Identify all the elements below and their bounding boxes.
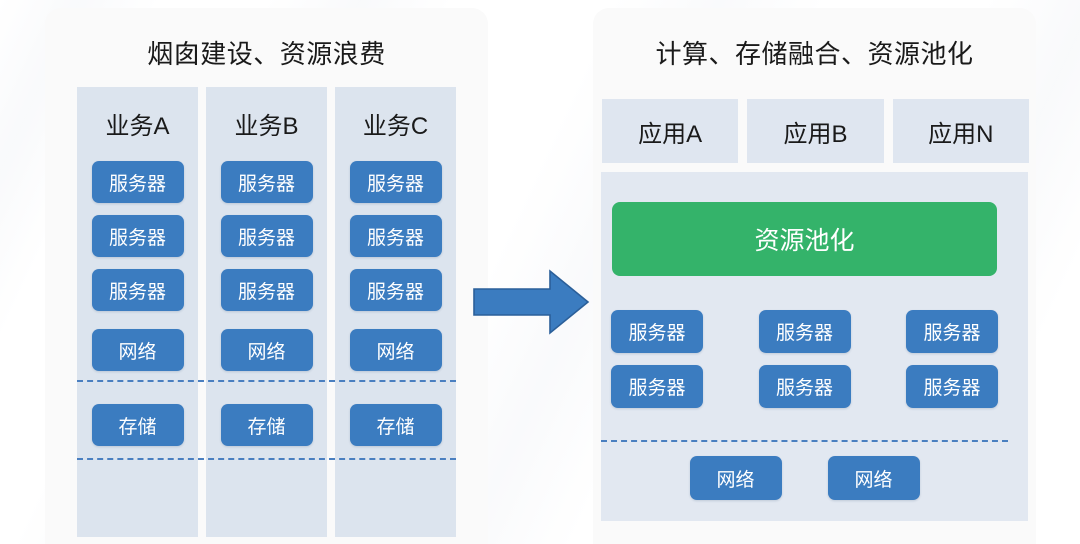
server-chip[interactable]: 服务器 <box>349 161 442 203</box>
silo-servers-b: 服务器 服务器 服务器 <box>220 159 313 311</box>
server-chip[interactable]: 服务器 <box>906 365 998 408</box>
server-chip[interactable]: 服务器 <box>611 310 703 353</box>
silo-storage-a: 存储 <box>91 389 184 461</box>
silo-header-a: 业务A <box>105 112 170 140</box>
server-chip[interactable]: 服务器 <box>349 269 442 311</box>
server-chip[interactable]: 服务器 <box>220 269 313 311</box>
pooled-server-row: 服务器 服务器 服务器 <box>611 310 998 353</box>
server-chip[interactable]: 服务器 <box>906 310 998 353</box>
server-chip[interactable]: 服务器 <box>758 310 851 353</box>
app-box[interactable]: 应用A <box>602 99 739 163</box>
server-chip[interactable]: 服务器 <box>91 161 184 203</box>
network-chip[interactable]: 网络 <box>349 329 442 371</box>
server-chip[interactable]: 服务器 <box>220 161 313 203</box>
silo-column-business-c: 业务C 服务器 服务器 服务器 网络 存储 <box>335 87 456 537</box>
app-box[interactable]: 应用B <box>747 99 884 163</box>
pooled-server-row: 服务器 服务器 服务器 <box>611 365 998 408</box>
silo-network-b: 网络 <box>220 311 313 389</box>
server-chip[interactable]: 服务器 <box>758 365 851 408</box>
silo-header-c: 业务C <box>362 112 429 140</box>
network-chip[interactable]: 网络 <box>689 456 782 500</box>
silo-columns-group: 业务A 服务器 服务器 服务器 网络 存储 业务B 服务器 服务器 <box>77 87 456 537</box>
compute-network-divider <box>601 440 1008 442</box>
server-chip[interactable]: 服务器 <box>220 215 313 257</box>
storage-chip[interactable]: 存储 <box>91 404 184 446</box>
compute-network-divider <box>77 380 456 382</box>
left-panel-siloed-architecture: 烟囱建设、资源浪费 业务A 服务器 服务器 服务器 网络 存储 业务B <box>45 8 488 544</box>
silo-network-c: 网络 <box>349 311 442 389</box>
pooled-servers-grid: 服务器 服务器 服务器 服务器 服务器 服务器 <box>611 310 998 408</box>
right-panel-title: 计算、存储融合、资源池化 <box>655 39 974 69</box>
silo-servers-a: 服务器 服务器 服务器 <box>91 159 184 311</box>
storage-chip[interactable]: 存储 <box>349 404 442 446</box>
silo-column-business-b: 业务B 服务器 服务器 服务器 网络 存储 <box>206 87 327 537</box>
network-chip[interactable]: 网络 <box>91 329 184 371</box>
silo-storage-c: 存储 <box>349 389 442 461</box>
app-box[interactable]: 应用N <box>892 99 1029 163</box>
network-chip[interactable]: 网络 <box>220 329 313 371</box>
left-panel-title: 烟囱建设、资源浪费 <box>147 39 386 69</box>
resource-pool-bar[interactable]: 资源池化 <box>612 202 997 276</box>
resource-pool-container: 资源池化 服务器 服务器 服务器 服务器 服务器 服务器 网络 网络 <box>601 172 1028 521</box>
server-chip[interactable]: 服务器 <box>349 215 442 257</box>
transformation-arrow-icon <box>472 268 590 336</box>
network-storage-divider <box>77 458 456 460</box>
network-chip[interactable]: 网络 <box>827 456 920 500</box>
applications-row: 应用A 应用B 应用N <box>601 99 1030 163</box>
server-chip[interactable]: 服务器 <box>91 215 184 257</box>
pooled-networks-row: 网络 网络 <box>601 456 1008 500</box>
silo-column-business-a: 业务A 服务器 服务器 服务器 网络 存储 <box>77 87 198 537</box>
storage-chip[interactable]: 存储 <box>220 404 313 446</box>
right-panel-pooled-architecture: 计算、存储融合、资源池化 应用A 应用B 应用N 资源池化 服务器 服务器 服务… <box>593 8 1036 544</box>
server-chip[interactable]: 服务器 <box>91 269 184 311</box>
server-chip[interactable]: 服务器 <box>611 365 703 408</box>
silo-header-b: 业务B <box>234 112 299 140</box>
silo-servers-c: 服务器 服务器 服务器 <box>349 159 442 311</box>
silo-storage-b: 存储 <box>220 389 313 461</box>
silo-network-a: 网络 <box>91 311 184 389</box>
